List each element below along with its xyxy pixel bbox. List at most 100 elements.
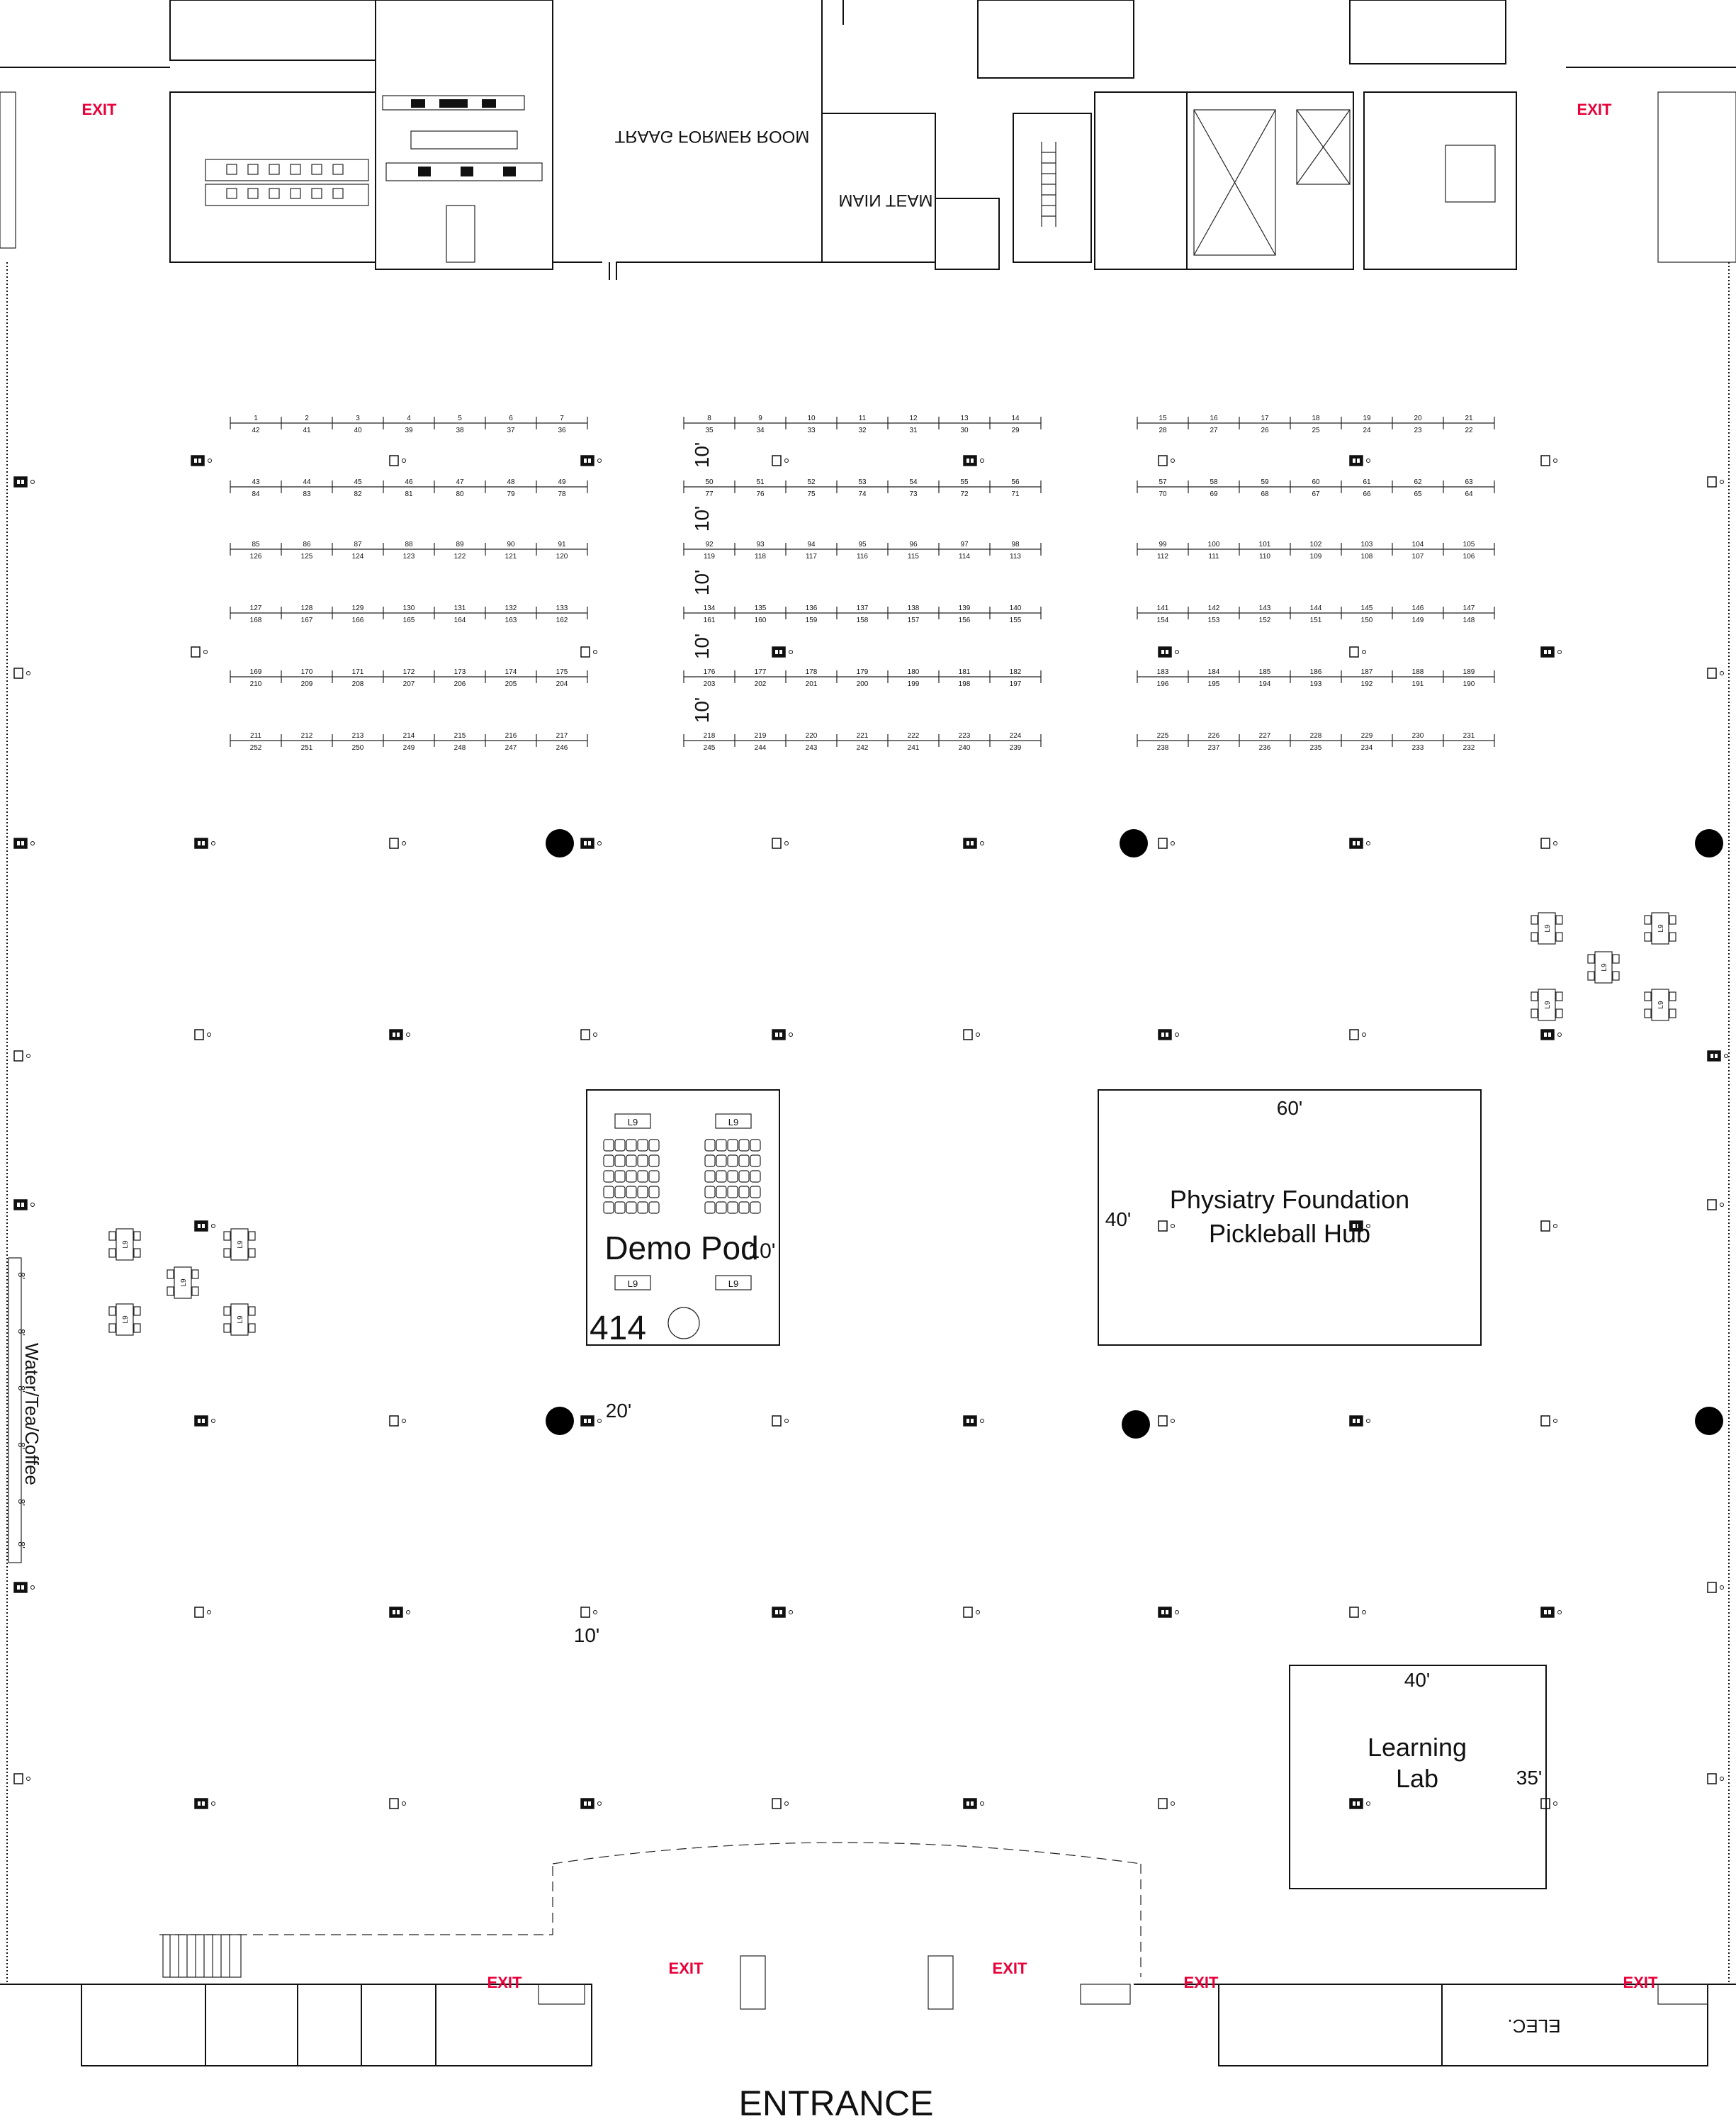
booth-number[interactable]: 193 [1310, 680, 1322, 688]
booth-number[interactable]: 185 [1259, 668, 1271, 676]
booth-number[interactable]: 56 [1011, 478, 1020, 486]
booth-number[interactable]: 157 [908, 617, 920, 624]
booth-number[interactable]: 78 [558, 490, 566, 498]
booth-number[interactable]: 60 [1312, 478, 1320, 486]
booth-number[interactable]: 90 [507, 541, 515, 549]
booth-number[interactable]: 5 [458, 415, 462, 422]
booth-number[interactable]: 3 [356, 415, 360, 422]
booth-number[interactable]: 98 [1011, 541, 1020, 549]
booth-number[interactable]: 113 [1010, 553, 1021, 561]
booth-number[interactable]: 107 [1412, 553, 1424, 561]
booth-number[interactable]: 68 [1261, 490, 1269, 498]
booth-number[interactable]: 181 [959, 668, 971, 676]
booth-number[interactable]: 226 [1208, 732, 1220, 740]
booth-number[interactable]: 210 [250, 680, 262, 688]
booth-number[interactable]: 83 [303, 490, 311, 498]
booth-number[interactable]: 190 [1463, 680, 1475, 688]
booth-number[interactable]: 188 [1412, 668, 1424, 676]
booth-number[interactable]: 28 [1159, 427, 1167, 434]
booth-number[interactable]: 183 [1157, 668, 1169, 676]
booth-number[interactable]: 221 [857, 732, 869, 740]
booth-number[interactable]: 153 [1208, 617, 1220, 624]
booth-number[interactable]: 13 [960, 415, 969, 422]
booth-number[interactable]: 62 [1414, 478, 1422, 486]
booth-number[interactable]: 47 [456, 478, 464, 486]
booth-number[interactable]: 236 [1259, 744, 1271, 752]
booth-number[interactable]: 202 [755, 680, 767, 688]
booth-number[interactable]: 161 [704, 617, 716, 624]
booth-number[interactable]: 123 [403, 553, 415, 561]
booth-number[interactable]: 4 [407, 415, 411, 422]
booth-number[interactable]: 128 [301, 604, 313, 612]
booth-number[interactable]: 70 [1159, 490, 1167, 498]
booth-number[interactable]: 77 [705, 490, 714, 498]
booth-number[interactable]: 66 [1363, 490, 1371, 498]
booth-number[interactable]: 21 [1465, 415, 1473, 422]
booth-number[interactable]: 63 [1465, 478, 1473, 486]
booth-number[interactable]: 35 [705, 427, 714, 434]
booth-number[interactable]: 160 [755, 617, 767, 624]
booth-number[interactable]: 217 [556, 732, 568, 740]
booth-number[interactable]: 204 [556, 680, 568, 688]
booth-number[interactable]: 197 [1010, 680, 1022, 688]
booth-number[interactable]: 41 [303, 427, 311, 434]
booth-number[interactable]: 9 [758, 415, 762, 422]
booth-number[interactable]: 24 [1363, 427, 1371, 434]
booth-number[interactable]: 49 [558, 478, 566, 486]
booth-number[interactable]: 203 [704, 680, 716, 688]
booth-number[interactable]: 39 [405, 427, 413, 434]
booth-number[interactable]: 111 [1208, 553, 1219, 561]
booth-number[interactable]: 25 [1312, 427, 1320, 434]
booth-number[interactable]: 18 [1312, 415, 1320, 422]
booth-number[interactable]: 191 [1412, 680, 1424, 688]
booth-number[interactable]: 246 [556, 744, 568, 752]
booth-number[interactable]: 42 [252, 427, 260, 434]
booth-number[interactable]: 95 [858, 541, 867, 549]
booth-number[interactable]: 127 [250, 604, 262, 612]
booth-number[interactable]: 150 [1361, 617, 1373, 624]
booth-number[interactable]: 119 [704, 553, 715, 561]
booth-number[interactable]: 220 [806, 732, 818, 740]
booth-number[interactable]: 52 [807, 478, 816, 486]
booth-number[interactable]: 136 [806, 604, 818, 612]
booth-number[interactable]: 91 [558, 541, 566, 549]
booth-number[interactable]: 86 [303, 541, 311, 549]
booth-number[interactable]: 186 [1310, 668, 1322, 676]
booth-number[interactable]: 169 [250, 668, 262, 676]
booth-number[interactable]: 230 [1412, 732, 1424, 740]
booth-number[interactable]: 212 [301, 732, 313, 740]
booth-number[interactable]: 244 [755, 744, 767, 752]
booth-number[interactable]: 176 [704, 668, 716, 676]
booth-number[interactable]: 205 [505, 680, 517, 688]
booth-number[interactable]: 248 [454, 744, 466, 752]
booth-number[interactable]: 163 [505, 617, 517, 624]
booth-number[interactable]: 132 [505, 604, 517, 612]
booth-number[interactable]: 73 [909, 490, 918, 498]
booth-number[interactable]: 138 [908, 604, 920, 612]
booth-number[interactable]: 198 [959, 680, 971, 688]
booth-number[interactable]: 23 [1414, 427, 1422, 434]
booth-number[interactable]: 237 [1208, 744, 1220, 752]
booth-number[interactable]: 117 [806, 553, 817, 561]
booth-number[interactable]: 195 [1208, 680, 1220, 688]
booth-number[interactable]: 171 [352, 668, 364, 676]
booth-number[interactable]: 192 [1361, 680, 1373, 688]
booth-number[interactable]: 27 [1210, 427, 1218, 434]
booth-number[interactable]: 106 [1463, 553, 1475, 561]
booth-number[interactable]: 162 [556, 617, 568, 624]
booth-number[interactable]: 79 [507, 490, 515, 498]
booth-number[interactable]: 104 [1412, 541, 1424, 549]
booth-number[interactable]: 243 [806, 744, 818, 752]
booth-number[interactable]: 168 [250, 617, 262, 624]
booth-number[interactable]: 50 [705, 478, 714, 486]
booth-number[interactable]: 194 [1259, 680, 1271, 688]
booth-number[interactable]: 126 [250, 553, 262, 561]
booth-number[interactable]: 143 [1259, 604, 1271, 612]
booth-number[interactable]: 43 [252, 478, 260, 486]
booth-number[interactable]: 8 [707, 415, 711, 422]
booth-number[interactable]: 34 [756, 427, 765, 434]
booth-number[interactable]: 67 [1312, 490, 1320, 498]
booth-number[interactable]: 96 [909, 541, 918, 549]
booth-number[interactable]: 122 [454, 553, 466, 561]
booth-number[interactable]: 208 [352, 680, 364, 688]
